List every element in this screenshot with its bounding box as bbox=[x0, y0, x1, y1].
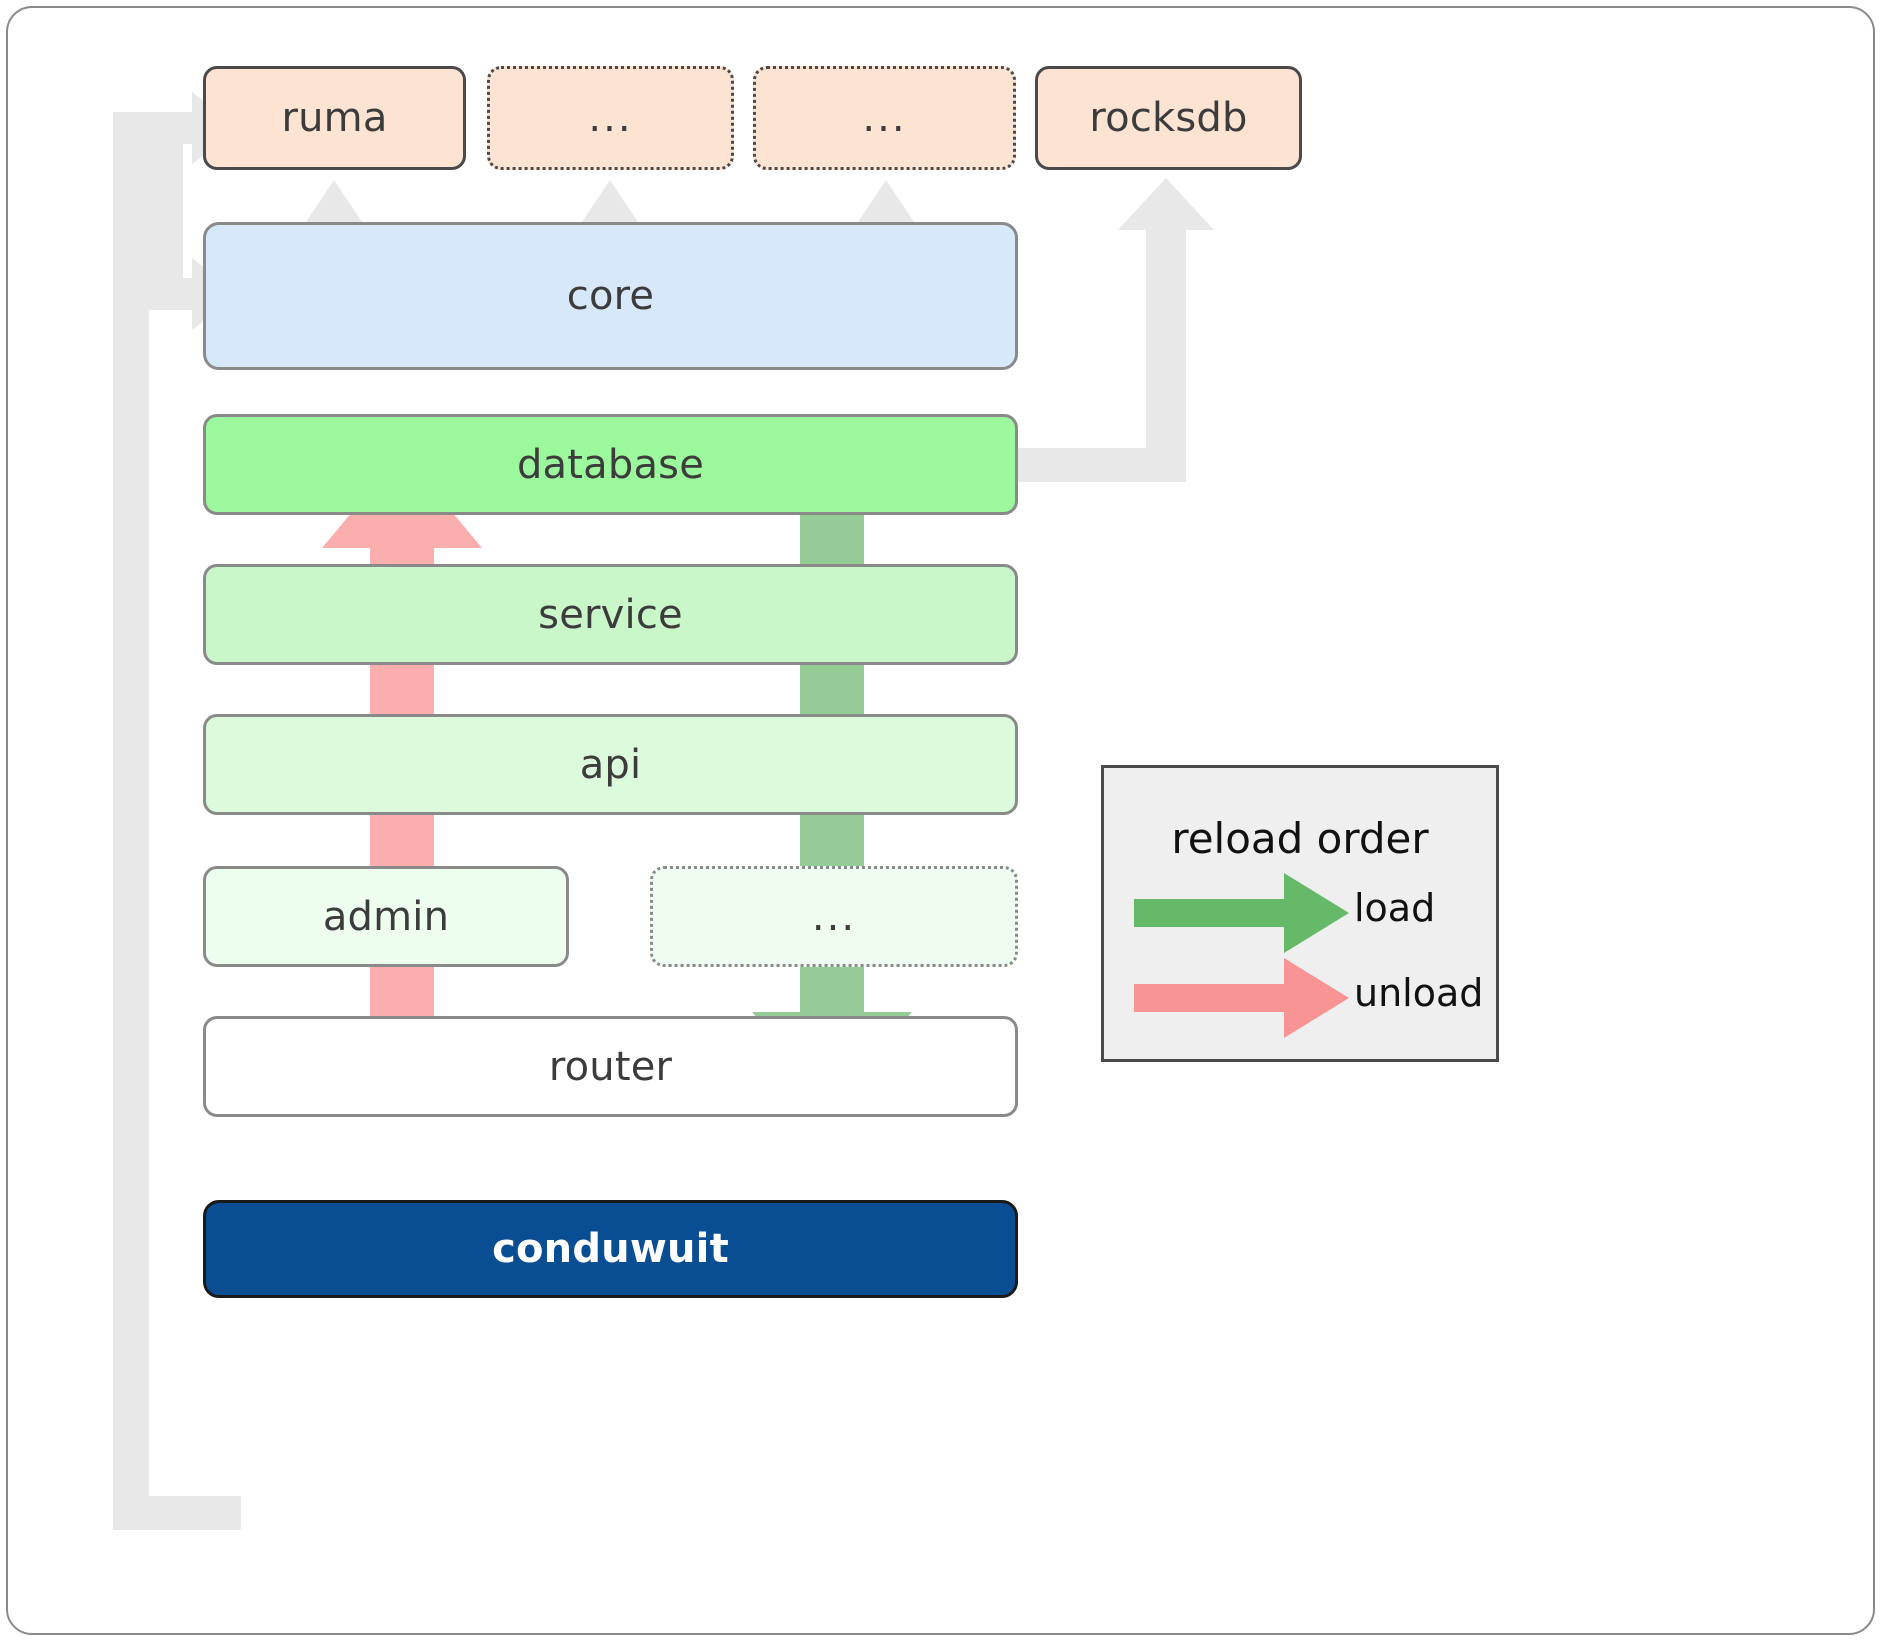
crate-node-admin[interactable]: admin bbox=[203, 866, 569, 967]
node-label: rocksdb bbox=[1089, 95, 1248, 141]
node-label: database bbox=[516, 441, 705, 488]
node-label: ... bbox=[811, 893, 857, 940]
node-label: router bbox=[548, 1043, 673, 1090]
crate-node-database[interactable]: database bbox=[203, 414, 1018, 515]
legend-arrow-load bbox=[1134, 873, 1349, 953]
crate-node-api[interactable]: api bbox=[203, 714, 1018, 815]
crate-node-core[interactable]: core bbox=[203, 222, 1018, 370]
node-label: admin bbox=[322, 893, 450, 940]
dependency-node-placeholder-2[interactable]: ... bbox=[753, 66, 1016, 170]
binary-node-conduwuit[interactable]: conduwuit bbox=[203, 1200, 1018, 1298]
legend-panel: reload order load unload bbox=[1101, 765, 1499, 1062]
node-label: ruma bbox=[281, 95, 388, 141]
connector-database-to-rocksdb bbox=[1018, 178, 1214, 482]
connector-left-bus bbox=[113, 92, 241, 1530]
crate-node-service[interactable]: service bbox=[203, 564, 1018, 665]
node-label: api bbox=[579, 741, 642, 788]
node-label: ... bbox=[588, 95, 633, 141]
dependency-node-rocksdb[interactable]: rocksdb bbox=[1035, 66, 1302, 170]
node-label: service bbox=[538, 591, 683, 638]
dependency-node-placeholder-1[interactable]: ... bbox=[487, 66, 734, 170]
node-label: ... bbox=[862, 95, 907, 141]
legend-title: reload order bbox=[1171, 814, 1429, 863]
crate-node-router[interactable]: router bbox=[203, 1016, 1018, 1117]
legend-arrow-unload bbox=[1134, 958, 1349, 1038]
dependency-node-ruma[interactable]: ruma bbox=[203, 66, 466, 170]
node-label: core bbox=[566, 273, 655, 319]
legend-label-load: load bbox=[1354, 886, 1436, 930]
node-label: conduwuit bbox=[492, 1226, 729, 1272]
crate-node-admin-placeholder[interactable]: ... bbox=[650, 866, 1018, 967]
legend-label-unload: unload bbox=[1354, 971, 1484, 1015]
